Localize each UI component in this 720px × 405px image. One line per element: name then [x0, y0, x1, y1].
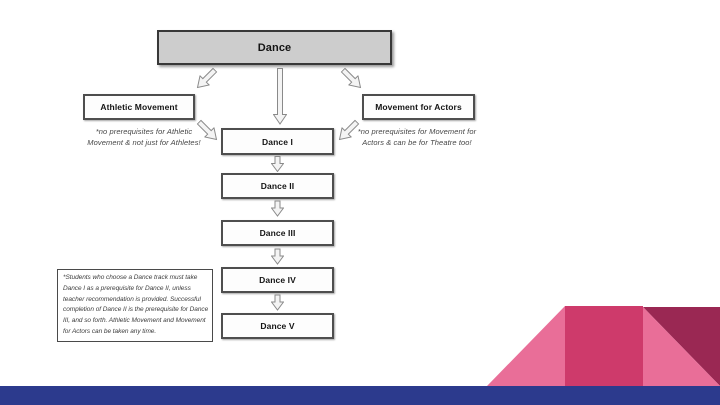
arrow-down-icon — [271, 248, 284, 265]
note-line: Actors & can be for Theatre too! — [362, 137, 472, 147]
arrow-down-left-icon — [338, 119, 360, 141]
node-label: Movement for Actors — [375, 102, 462, 112]
note-line: *no prerequisites for Athletic — [95, 127, 193, 136]
node-dance-root: Dance — [157, 30, 392, 65]
footnote-line: for Actors can be taken any time. — [63, 327, 157, 335]
node-label: Dance II — [260, 181, 295, 191]
node-dance-4: Dance IV — [221, 267, 334, 293]
footnote-line: III, and so forth. Athletic Movement and… — [63, 317, 206, 325]
arrow-down-left-icon — [196, 67, 218, 89]
note-line: *no prerequisites for Movement for — [357, 127, 477, 136]
node-athletic-movement: Athletic Movement — [83, 94, 195, 120]
pink-triangle-shape — [643, 307, 720, 386]
pink-triangle-shape — [487, 306, 565, 386]
athletic-movement-note: *no prerequisites for Athletic Movement … — [72, 127, 216, 148]
footnote-line: *Students who choose a Dance track must … — [63, 274, 198, 281]
arrow-shape — [271, 156, 284, 172]
arrow-shape — [273, 68, 287, 125]
node-label: Dance — [257, 41, 292, 54]
node-dance-5: Dance V — [221, 313, 334, 339]
arrow-shape — [271, 200, 284, 217]
movement-for-actors-note: *no prerequisites for Movement for Actor… — [351, 127, 483, 148]
arrow-shape — [338, 119, 360, 141]
node-movement-for-actors: Movement for Actors — [362, 94, 475, 120]
footnote-line: teacher recommendation is provided. Succ… — [63, 295, 201, 303]
crimson-rectangle-shape — [565, 306, 643, 386]
arrow-down-icon — [271, 156, 284, 172]
footer-bar — [0, 386, 720, 405]
arrow-down-right-icon — [196, 119, 218, 141]
node-dance-1: Dance I — [221, 128, 334, 155]
node-label: Dance I — [262, 136, 293, 147]
node-dance-2: Dance II — [221, 173, 334, 199]
footnote-line: Dance I as a prerequisite for Dance II, … — [63, 284, 191, 292]
arrow-shape — [340, 67, 362, 89]
arrow-shape — [196, 67, 218, 89]
arrow-shape — [271, 248, 284, 265]
dance-track-footnote: *Students who choose a Dance track must … — [57, 269, 213, 342]
arrow-down-right-icon — [340, 67, 362, 89]
node-dance-3: Dance III — [221, 220, 334, 246]
node-label: Dance V — [260, 321, 295, 331]
node-label: Dance III — [259, 228, 296, 238]
arrow-down-icon — [271, 294, 284, 311]
node-label: Dance IV — [259, 275, 296, 285]
node-label: Athletic Movement — [100, 102, 178, 112]
footnote-line: completion of Dance II is the prerequisi… — [63, 306, 209, 314]
arrow-down-icon — [271, 200, 284, 217]
note-line: Movement & not just for Athletes! — [87, 137, 201, 147]
corner-triangle-decoration — [487, 306, 720, 386]
arrow-shape — [196, 119, 218, 141]
arrow-down-icon — [273, 68, 287, 125]
arrow-shape — [271, 294, 284, 311]
